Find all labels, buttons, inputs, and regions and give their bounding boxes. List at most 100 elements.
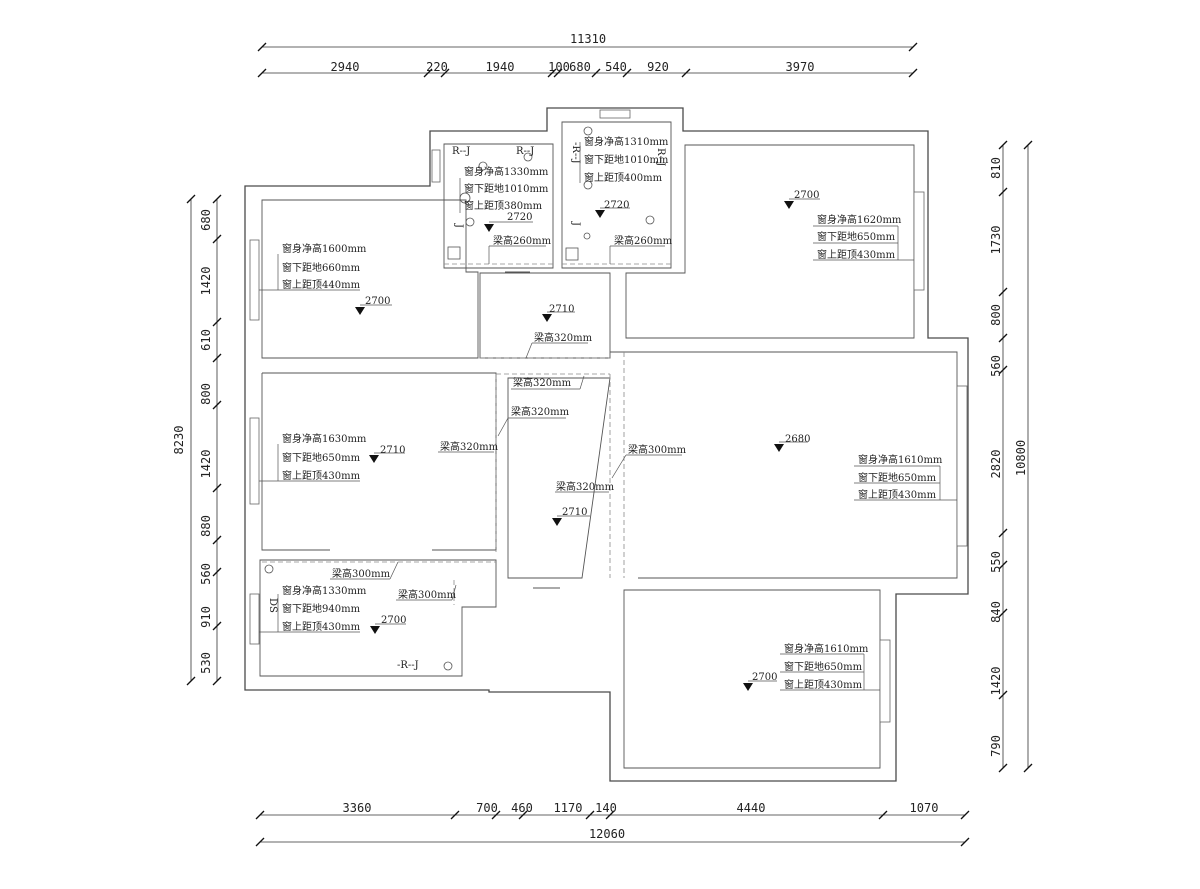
level-triangle-icon [552,518,562,526]
window-top-note: 窗上距顶400mm [584,171,663,184]
window-living [956,385,968,547]
window-bottom-note: 窗下距地650mm [282,451,361,464]
bottom-dim-6: 4440 [737,801,766,815]
beam-label: 梁高260mm [614,234,673,247]
window-note-bath1: 窗身净高1330mm 窗下距地1010mm 窗上距顶380mm [459,165,549,213]
right-dim-1: 810 [989,157,1003,179]
rj-marker: R--J [452,146,470,157]
beams [262,263,671,605]
left-dim-3: 610 [199,329,213,351]
ceiling-mark-bath2: 2720 [595,200,630,218]
drain-icon [583,126,593,136]
ceiling-height: 2700 [381,615,406,626]
window-height-note: 窗身净高1610mm [784,642,869,655]
top-dim-6: 540 [605,60,627,74]
window-height-note: 窗身净高1330mm [282,584,367,597]
beam-label: 梁高300mm [332,567,391,580]
top-dim-2: 220 [426,60,448,74]
rj-marker: -R--J [570,142,581,164]
drain-icon [478,161,488,171]
beam-label: 梁高320mm [513,376,572,389]
right-dim-2: 1730 [989,226,1003,255]
level-triangle-icon [784,201,794,209]
toilet-icon [447,246,461,260]
ceiling-height: 2710 [549,304,574,315]
ds-marker: DS [267,598,278,613]
window-top-note: 窗上距顶430mm [858,488,937,501]
bottom-dim-5: 140 [595,801,617,815]
window-height-note: 窗身净高1610mm [858,453,943,466]
beam-label: 梁高320mm [511,405,570,418]
window-height-note: 窗身净高1330mm [464,165,549,178]
drain-icon [264,564,274,574]
window-bottom-note: 窗下距地660mm [282,261,361,274]
top-dim-7: 920 [647,60,669,74]
level-triangle-icon [595,210,605,218]
right-dim-9: 790 [989,735,1003,757]
drain-icon [523,152,533,162]
rj-marker: R--J [655,148,666,166]
left-total-dim: 8230 [172,426,186,455]
fixtures [264,126,655,671]
window-bottom-note: 窗下距地1010mm [464,182,549,195]
right-dim-4: 560 [989,355,1003,377]
left-dim-6: 880 [199,515,213,537]
window-note-living: 窗身净高1610mm 窗下距地650mm 窗上距顶430mm [854,453,957,501]
top-dimensions: 11310 2940 220 1940 100 680 540 920 3970 [257,32,918,78]
window-bottom-note: 窗下距地650mm [817,230,896,243]
right-dim-5: 2820 [989,450,1003,479]
bottom-total-dim: 12060 [589,827,625,841]
ceiling-height: 2700 [752,672,777,683]
ceiling-mark-corridor: 2710 [542,304,575,322]
ceiling-mark-living: 2680 [774,434,810,452]
level-triangle-icon [542,314,552,322]
window-height-note: 窗身净高1620mm [817,213,902,226]
right-dim-6: 550 [989,551,1003,573]
window-height-note: 窗身净高1630mm [282,432,367,445]
window-bath2 [599,109,631,119]
window-bottom-note: 窗下距地650mm [858,471,937,484]
ceiling-height: 2700 [365,296,390,307]
ceiling-mark-bath1: 2720 [484,212,533,232]
ceiling-mark-room-bottomleft: 2700 [370,615,406,634]
top-dim-1: 2940 [331,60,360,74]
top-dim-5: 680 [569,60,591,74]
window-bath1 [431,149,441,183]
ceiling-height-marks: 2720 2720 2700 2700 2710 2710 [355,190,820,691]
ceiling-mark-hall: 2710 [552,507,590,526]
left-dim-7: 560 [199,563,213,585]
ceiling-mark-bedroom-topright: 2700 [784,190,820,209]
window-height-note: 窗身净高1310mm [584,135,669,148]
ceiling-mark-bedroom-bottomright: 2700 [743,672,777,691]
bottom-dim-4: 1170 [554,801,583,815]
window-top-note: 窗上距顶430mm [817,248,896,261]
ceiling-height: 2710 [562,507,587,518]
ceiling-height: 2720 [604,200,629,211]
window-note-bedroom-midleft: 窗身净高1630mm 窗下距地650mm 窗上距顶430mm [259,432,367,482]
level-triangle-icon [774,444,784,452]
bottom-dim-1: 3360 [343,801,372,815]
ceiling-height: 2710 [380,445,405,456]
window-top-note: 窗上距顶380mm [464,199,543,212]
window-top-note: 窗上距顶430mm [784,678,863,691]
right-dim-3: 800 [989,304,1003,326]
top-total-dim: 11310 [570,32,606,46]
window-bottom-note: 窗下距地650mm [784,660,863,673]
window-note-bedroom-topleft: 窗身净高1600mm 窗下距地660mm 窗上距顶440mm [259,242,367,291]
j-marker: J [570,221,581,226]
window-bedroom-topright [913,191,925,291]
beam-label: 梁高260mm [493,234,552,247]
beam-label: 梁高320mm [440,440,499,453]
window-bottom-note: 窗下距地940mm [282,602,361,615]
windows [249,109,968,723]
window-bedroom-bottomright [879,639,891,723]
right-dim-8: 1420 [989,667,1003,696]
window-height-note: 窗身净高1600mm [282,242,367,255]
drain-icon [443,661,453,671]
bottom-dim-7: 1070 [910,801,939,815]
top-dim-8: 3970 [786,60,815,74]
window-room-bottomleft [249,593,260,645]
rj-marker: -R--J [397,660,419,671]
beam-label: 梁高300mm [398,588,457,601]
